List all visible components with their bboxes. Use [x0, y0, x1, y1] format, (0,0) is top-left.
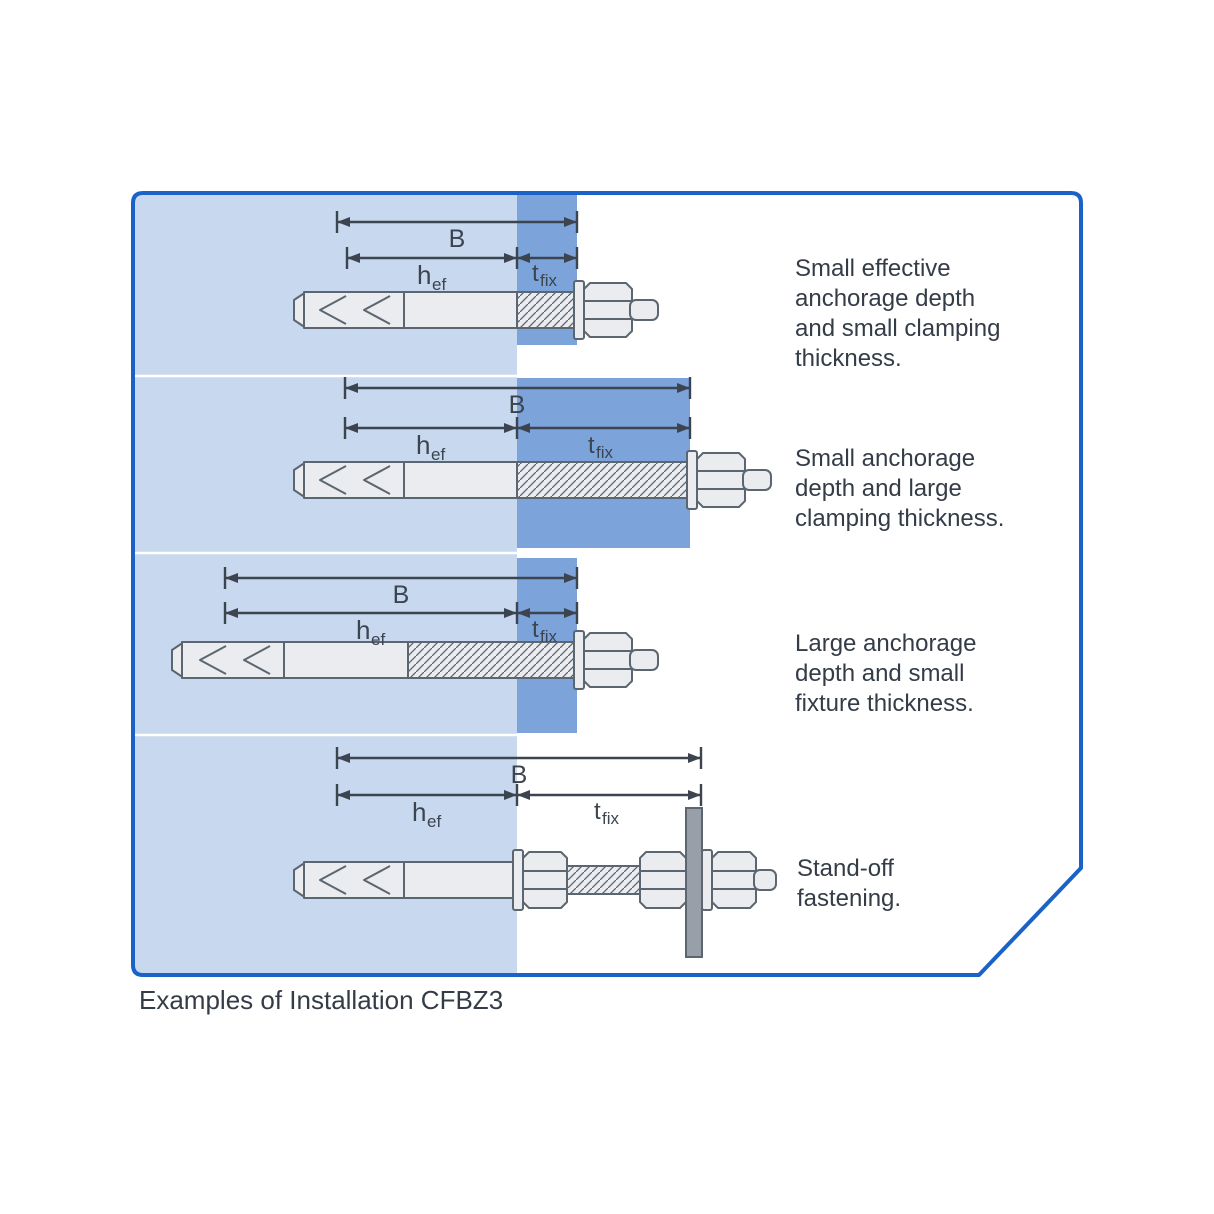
- dim-label-hef: h: [417, 260, 431, 290]
- dim-label-b: B: [449, 225, 466, 253]
- dim-label-tfix: t: [594, 798, 601, 825]
- expansion-clip: [319, 465, 347, 495]
- hex-nut: [583, 282, 633, 338]
- dim-label-hef-sub: ef: [432, 275, 446, 294]
- dimensions-row2: B h ef t fix: [343, 377, 692, 464]
- bolt-end: [629, 299, 659, 321]
- expansion-clip: [363, 865, 391, 895]
- anchor-bolt-row1: [293, 280, 659, 340]
- dim-label-tfix: t: [532, 260, 539, 287]
- hex-nut: [711, 851, 757, 909]
- hex-nut: [639, 851, 687, 909]
- washer: [573, 280, 585, 340]
- dim-label-hef: h: [356, 615, 370, 645]
- anchor-bolt-row2: [293, 450, 772, 510]
- bolt-shank: [303, 861, 521, 899]
- hex-nut: [696, 452, 746, 508]
- diagram-caption: Examples of Installation CFBZ3: [139, 985, 504, 1015]
- bolt-shank: [303, 291, 521, 329]
- bolt-shank: [303, 461, 521, 499]
- dim-label-hef-sub: ef: [431, 445, 445, 464]
- bolt-end: [742, 469, 772, 491]
- expansion-clip: [199, 645, 227, 675]
- thread: [516, 291, 580, 329]
- dim-label-tfix: t: [588, 432, 595, 459]
- bolt-end: [629, 649, 659, 671]
- washer: [701, 849, 713, 911]
- stand-off-plate: [685, 807, 703, 958]
- dimensions-row1: B h ef t fix: [335, 211, 579, 294]
- dimensions-row3: B h ef t fix: [223, 567, 579, 649]
- dim-label-hef-sub: ef: [427, 812, 441, 831]
- expansion-clip: [319, 865, 347, 895]
- expansion-clip: [363, 465, 391, 495]
- thread: [516, 461, 693, 499]
- washer: [573, 630, 585, 690]
- dim-label-tfix-sub: fix: [540, 627, 558, 646]
- description-row4: Stand-off fastening.: [797, 855, 902, 912]
- description-row3: Large anchorage depth and small fixture …: [795, 630, 977, 717]
- dim-label-b: B: [511, 761, 528, 789]
- dim-label-b: B: [509, 391, 526, 419]
- expansion-clip: [243, 645, 271, 675]
- anchor-bolt-row3: [171, 630, 659, 690]
- dimensions-row4: B h ef t fix: [335, 747, 703, 831]
- anchor-bolt-row4-standoff: [293, 807, 777, 958]
- washer: [512, 849, 524, 911]
- dim-label-hef-sub: ef: [371, 630, 385, 649]
- description-row2: Small anchorage depth and large clamping…: [795, 445, 1005, 532]
- description-row1: Small effective anchorage depth and smal…: [795, 255, 1001, 372]
- dim-label-tfix-sub: fix: [540, 271, 558, 290]
- expansion-clip: [363, 295, 391, 325]
- dim-label-hef: h: [416, 430, 430, 460]
- dim-label-tfix-sub: fix: [602, 809, 620, 828]
- dim-label-tfix-sub: fix: [596, 443, 614, 462]
- washer: [686, 450, 698, 510]
- dim-label-tfix: t: [532, 616, 539, 643]
- expansion-clip: [319, 295, 347, 325]
- hex-nut: [583, 632, 633, 688]
- dim-label-b: B: [393, 581, 410, 609]
- diagram-border: [131, 191, 1083, 977]
- bolt-end: [753, 869, 777, 891]
- dim-label-hef: h: [412, 797, 426, 827]
- hex-nut: [522, 851, 568, 909]
- thread: [407, 641, 580, 679]
